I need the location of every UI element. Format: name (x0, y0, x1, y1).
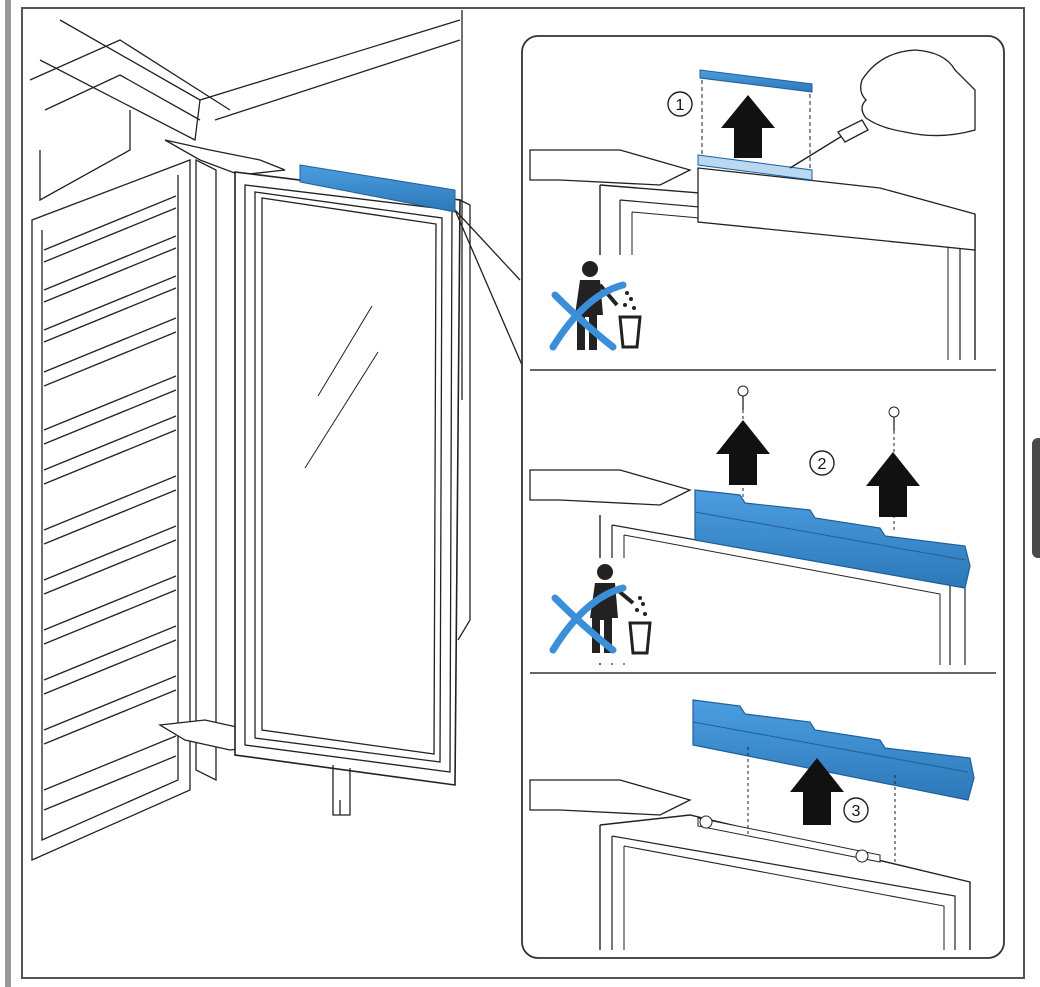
no-litter-icon (545, 255, 670, 360)
step-2-badge (809, 450, 835, 476)
door-top-trim-lifted (692, 699, 975, 801)
step-1-number: 1 (676, 97, 685, 114)
arrow-up-icon (716, 420, 770, 485)
door-top-trim (694, 489, 971, 589)
hand-icon (860, 49, 976, 137)
appliance-overview (29, 10, 523, 861)
step-3-number: 3 (852, 803, 861, 820)
door-top-trim-overview (299, 164, 456, 213)
screw-icon (888, 406, 900, 431)
page-edge-bar (5, 0, 11, 987)
step-1-panel: 1 (529, 49, 976, 360)
trim-strip-removed (699, 69, 813, 93)
screw-icon (737, 385, 749, 410)
screw-icon (855, 849, 869, 863)
screwdriver-icon (789, 135, 843, 169)
step-2-number: 2 (818, 456, 827, 473)
no-litter-icon (545, 558, 670, 663)
arrow-up-icon (790, 758, 844, 825)
step-3-panel: 3 (529, 699, 975, 950)
arrow-up-icon (866, 452, 920, 517)
screw-icon (699, 815, 713, 829)
step-1-badge (667, 91, 693, 117)
wine-shelves (43, 195, 177, 811)
arrow-up-icon (721, 95, 775, 158)
step-3-badge (843, 797, 869, 823)
page-tab-marker (1032, 438, 1040, 558)
